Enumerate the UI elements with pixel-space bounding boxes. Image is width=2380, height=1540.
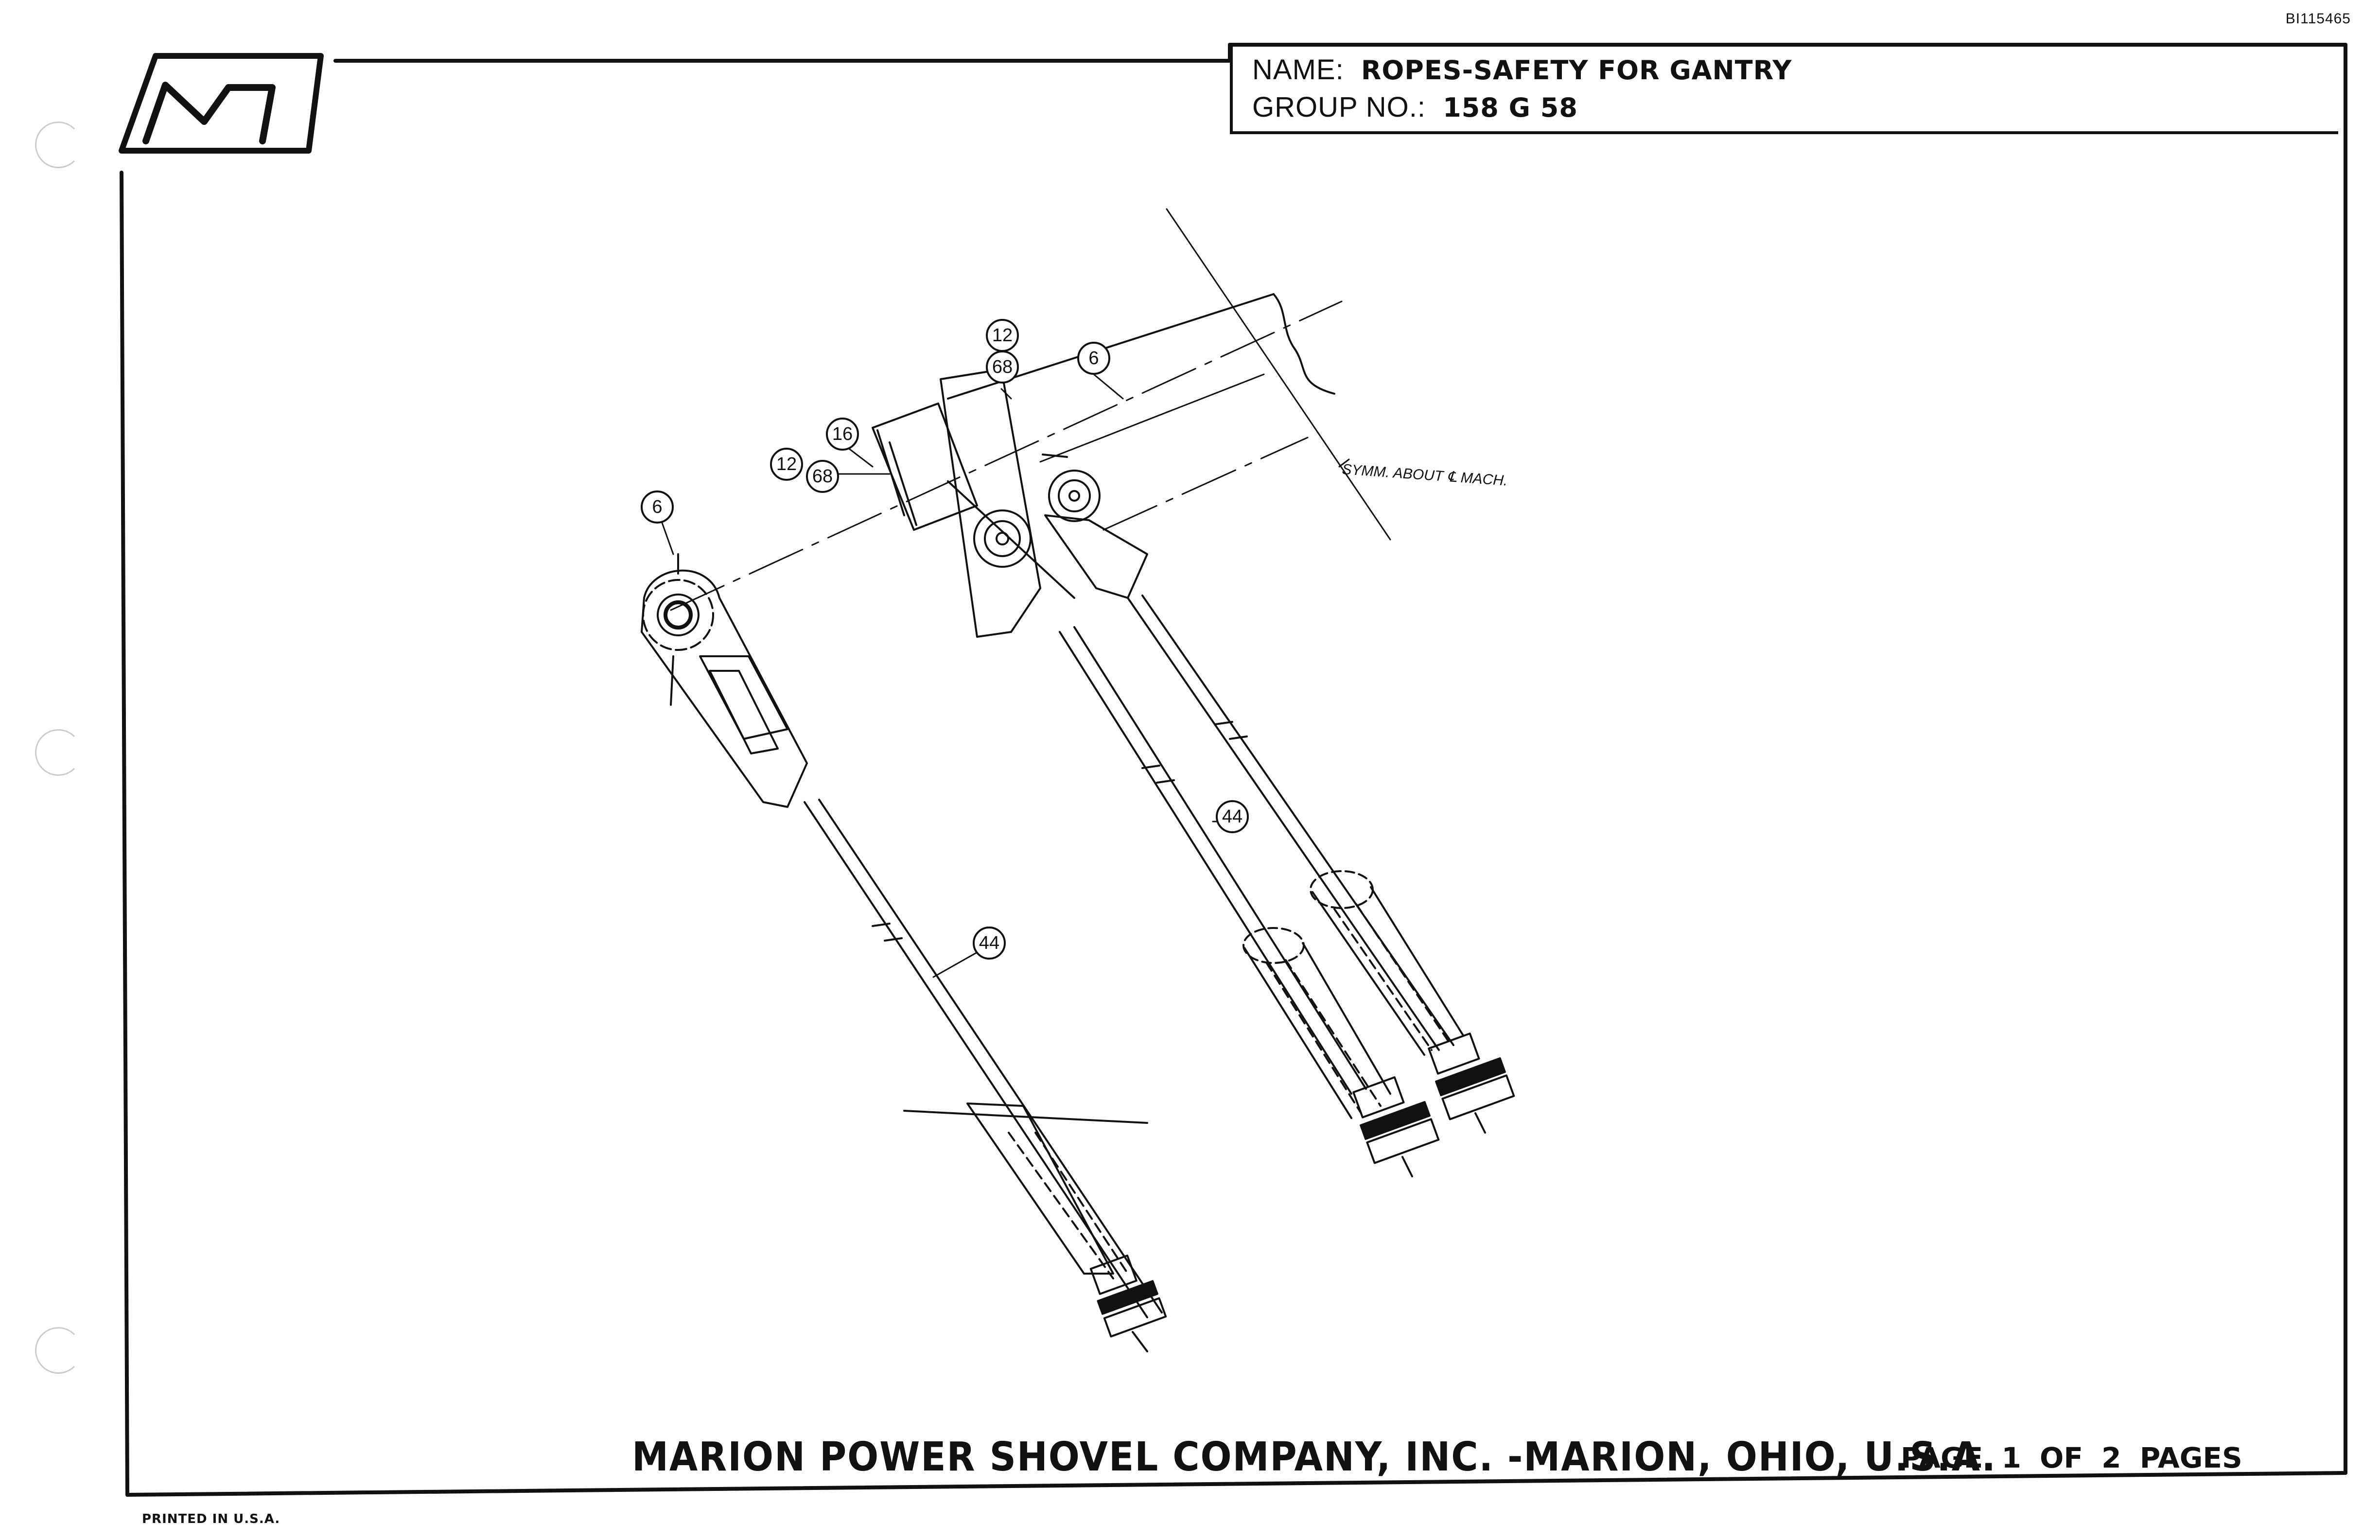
document-id: BI115465: [2285, 11, 2351, 27]
company-footer: MARION POWER SHOVEL COMPANY, INC. -MARIO…: [632, 1434, 1996, 1480]
sheet-border: [120, 43, 2347, 1497]
punch-hole-middle: [35, 729, 82, 776]
callout-68-top: 68: [992, 357, 1013, 377]
callout-labels: 12 68 6 16 12 68 6 44 44: [652, 325, 1242, 953]
callout-balloons: [641, 319, 1249, 960]
callout-balloon-16: [826, 418, 859, 451]
callout-balloon-6-left: [641, 490, 674, 524]
centerlines: [670, 208, 1391, 611]
callout-balloon-44-right: [1216, 800, 1249, 833]
title-block: NAME: ROPES-SAFETY FOR GANTRY GROUP NO.:…: [1230, 45, 2338, 134]
left-rope-assembly: [641, 553, 1167, 1352]
callout-balloon-6-top: [1077, 342, 1110, 375]
title-name-row: NAME: ROPES-SAFETY FOR GANTRY: [1252, 53, 1792, 86]
callout-44-left: 44: [979, 933, 999, 953]
middle-rope-assembly: [872, 368, 1440, 1177]
callout-44-right: 44: [1222, 806, 1242, 827]
callout-12-top: 12: [992, 325, 1013, 346]
callout-6-left: 6: [652, 497, 662, 517]
callout-68-left: 68: [812, 466, 833, 487]
callout-balloon-44-left: [973, 927, 1006, 960]
callout-balloon-68-left: [806, 460, 839, 493]
punch-hole-top: [35, 122, 82, 168]
title-group-row: GROUP NO.: 158 G 58: [1252, 91, 1578, 123]
callout-6-top: 6: [1088, 348, 1099, 368]
callout-balloon-12-left: [770, 448, 803, 481]
right-rope-assembly: [1042, 454, 1515, 1134]
group-label: GROUP NO.:: [1252, 91, 1426, 123]
punch-hole-bottom: [35, 1327, 82, 1374]
printed-note: PRINTED IN U.S.A.: [142, 1512, 280, 1526]
callout-balloon-68-top: [986, 350, 1019, 384]
name-value: ROPES-SAFETY FOR GANTRY: [1361, 55, 1792, 86]
group-value: 158 G 58: [1443, 92, 1578, 123]
company-logo: [119, 53, 324, 154]
page-info: PAGE 1 OF 2 PAGES: [1901, 1441, 2242, 1474]
symmetry-note: SYMM. ABOUT ℄ MACH.: [1342, 461, 1508, 489]
callout-12-left: 12: [776, 454, 797, 474]
callout-16: 16: [832, 424, 853, 444]
name-label: NAME:: [1252, 54, 1344, 86]
